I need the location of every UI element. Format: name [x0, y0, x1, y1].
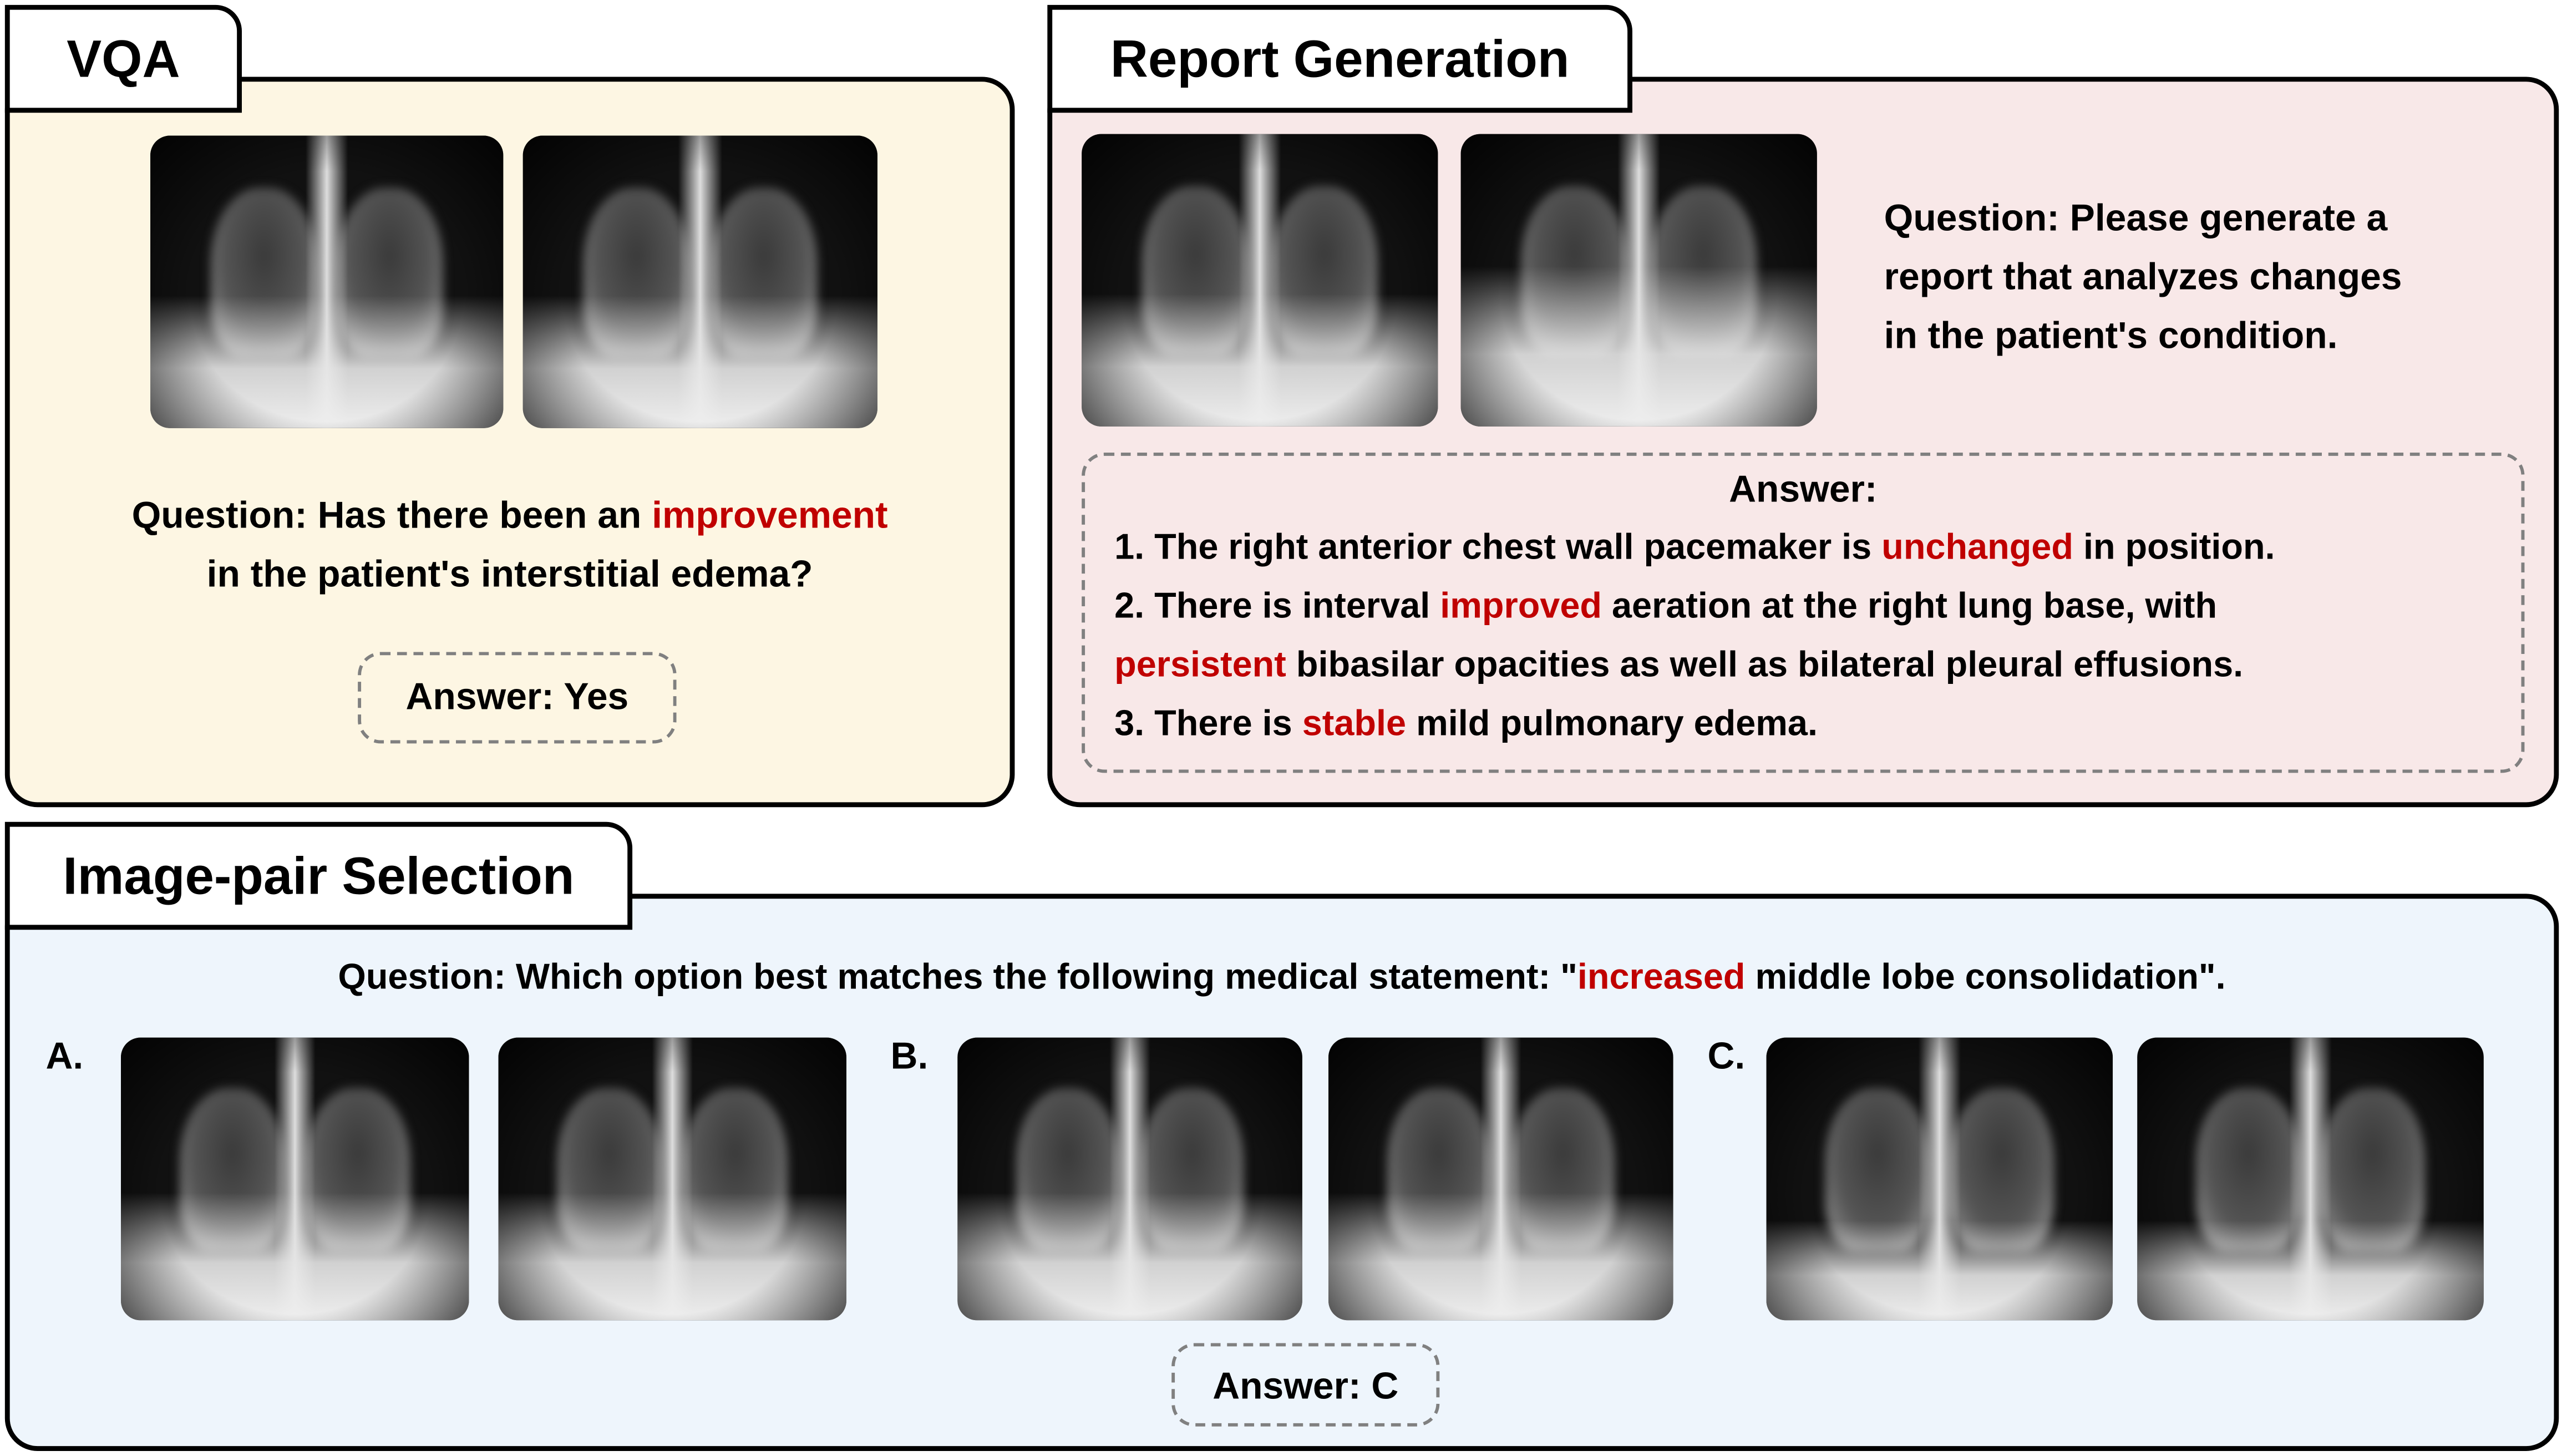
selection-answer-box: [1171, 1343, 1440, 1427]
option-b-xray-2[interactable]: [1328, 1037, 1673, 1321]
answer-line-2: 2. There is interval improved aeration a…: [1114, 585, 2218, 626]
option-b-xray-1[interactable]: [957, 1037, 1302, 1321]
question-line: in the patient's condition.: [1884, 313, 2338, 357]
question-text: in the patient's interstitial edema?: [206, 552, 813, 595]
option-c-xray-2[interactable]: [2137, 1037, 2484, 1321]
vqa-tab-title: VQA: [4, 4, 242, 113]
selection-answer: Answer: C: [1212, 1364, 1399, 1407]
report-answer-body: 1. The right anterior chest wall pacemak…: [1114, 518, 2275, 753]
option-c-label: C.: [1707, 1034, 1746, 1077]
option-a-label: A.: [45, 1034, 84, 1077]
question-text: Question: Has there been an: [131, 493, 652, 536]
selection-tab-title: Image-pair Selection: [4, 821, 633, 930]
selection-question: Question: Which option best matches the …: [338, 956, 2226, 997]
report-tab-title: Report Generation: [1047, 4, 1632, 113]
option-a-xray-2[interactable]: [498, 1037, 846, 1321]
option-a-xray-1[interactable]: [120, 1037, 469, 1321]
vqa-answer-box: [358, 652, 677, 744]
answer-line-3: persistent bibasilar opacities as well a…: [1114, 643, 2244, 685]
option-c-xray-1[interactable]: [1766, 1037, 2113, 1321]
vqa-xray-prior: [150, 135, 504, 428]
answer-line-1: 1. The right anterior chest wall pacemak…: [1114, 526, 2275, 567]
vqa-xray-current: [522, 135, 877, 428]
report-answer-box: [1082, 453, 2525, 773]
vqa-question: Question: Has there been an improvement …: [5, 485, 1015, 603]
option-b-label: B.: [890, 1034, 929, 1077]
report-xray-prior: [1082, 134, 1438, 427]
question-line: Question: Please generate a: [1884, 196, 2388, 239]
report-answer-title: Answer:: [1729, 467, 1878, 510]
question-line: report that analyzes changes: [1884, 255, 2402, 298]
answer-line-4: 3. There is stable mild pulmonary edema.: [1114, 702, 1818, 744]
report-question: Question: Please generate a report that …: [1884, 188, 2402, 364]
report-xray-current: [1460, 134, 1817, 427]
vqa-answer: Answer: Yes: [405, 674, 629, 718]
highlight-word: improvement: [652, 493, 888, 536]
